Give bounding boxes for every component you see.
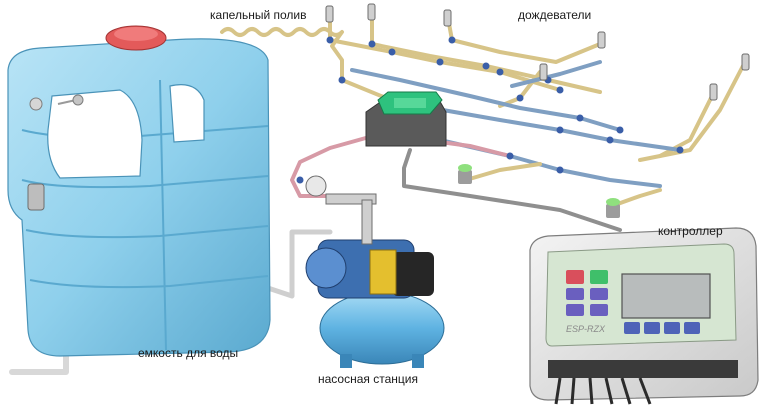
sprinkler-head-6 [741,53,750,71]
valve-box [365,91,447,147]
controller-cable [402,148,622,232]
sprinkler-head-4 [597,31,606,49]
emitter-line-1 [464,162,542,182]
sprinkler-head-2 [367,3,376,21]
drip-emitters [458,164,620,218]
controller-brand: ESP-RZX [566,324,606,334]
drip-line [220,27,388,100]
blue-line-a [350,68,622,132]
sprinkler-head-1 [325,5,334,23]
sprinkler-head-3 [443,9,452,27]
controller-display [621,273,711,319]
controller: ESP-RZX [529,227,759,405]
sprinkler-line-1 [328,13,562,92]
sprinkler-head-5 [539,63,548,81]
label-drip-irrigation: капельный полив [210,8,307,22]
pump-station [305,175,445,368]
sprinkler-heads [325,3,750,101]
water-tank [7,25,271,357]
drip-emitter-1 [458,164,472,184]
label-water-tank: емкость для воды [138,346,239,360]
sprinkler-head-7 [709,83,718,101]
blue-line-d [510,60,602,88]
tank-outlet-pipe [247,229,333,299]
emitter-line-2 [610,188,662,208]
sprinkler-line-3 [446,16,602,64]
label-pump-station: насосная станция [318,372,418,386]
drip-emitter-2 [606,198,620,218]
label-controller: контроллер [658,224,723,238]
sprinkler-line-2 [370,8,602,94]
label-sprinklers: дождеватели [518,8,592,22]
sprinkler-line-6 [658,90,716,158]
pressure-tank [319,291,445,365]
